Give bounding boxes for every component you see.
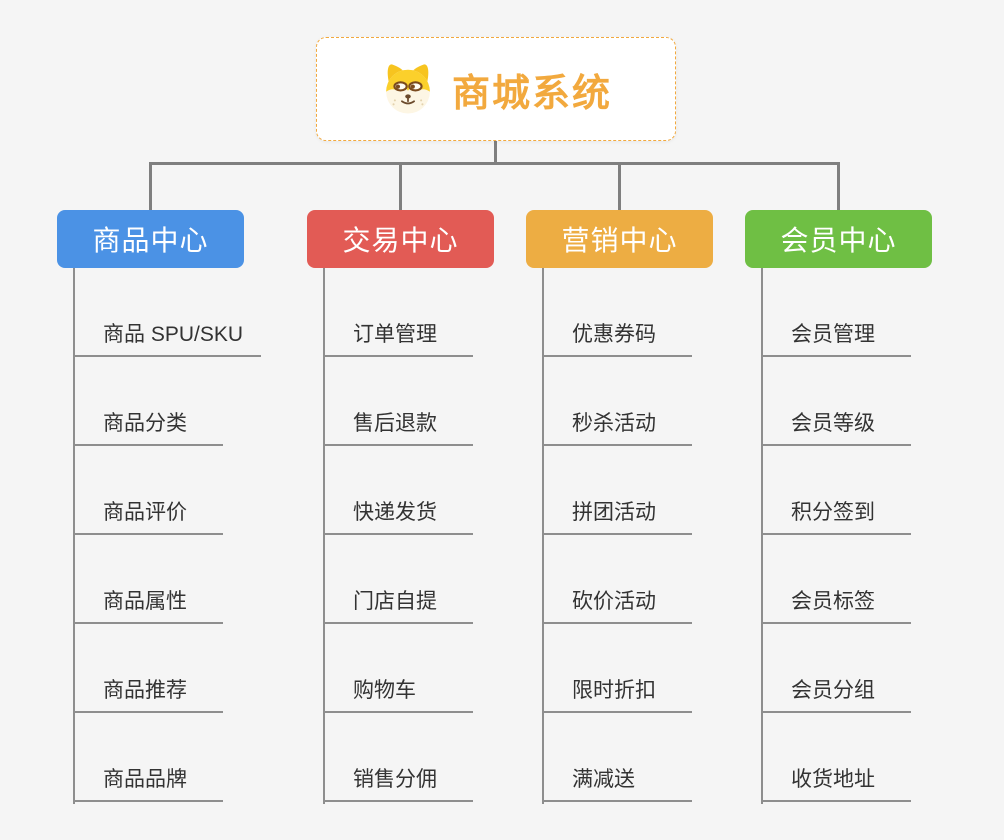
connector-rail — [149, 162, 840, 165]
connector-drop-2 — [399, 164, 402, 210]
child-topic[interactable]: 商品推荐 — [73, 624, 223, 713]
branch-trade-center[interactable]: 交易中心 — [307, 210, 494, 268]
child-topic[interactable]: 商品分类 — [73, 357, 223, 446]
connector-drop-4 — [837, 164, 840, 210]
branch-children-product: 商品 SPU/SKU 商品分类 商品评价 商品属性 商品推荐 商品品牌 — [73, 268, 262, 802]
branch-member-center[interactable]: 会员中心 — [745, 210, 932, 268]
child-topic[interactable]: 商品品牌 — [73, 713, 223, 802]
child-topic[interactable]: 门店自提 — [323, 535, 473, 624]
child-topic[interactable]: 优惠券码 — [542, 268, 692, 357]
child-topic[interactable]: 商品 SPU/SKU — [73, 268, 262, 357]
branch-spine — [73, 268, 75, 804]
child-topic[interactable]: 会员管理 — [761, 268, 911, 357]
child-topic[interactable]: 满减送 — [542, 713, 692, 802]
child-topic[interactable]: 收货地址 — [761, 713, 911, 802]
branch-children-marketing: 优惠券码 秒杀活动 拼团活动 砍价活动 限时折扣 满减送 — [542, 268, 692, 802]
child-topic[interactable]: 拼团活动 — [542, 446, 692, 535]
root-topic-label: 商城系统 — [451, 72, 612, 115]
child-topic[interactable]: 会员等级 — [761, 357, 911, 446]
child-topic[interactable]: 购物车 — [323, 624, 473, 713]
branch-label: 营销中心 — [561, 225, 678, 256]
child-topic[interactable]: 限时折扣 — [542, 624, 692, 713]
child-topic[interactable]: 砍价活动 — [542, 535, 692, 624]
child-topic[interactable]: 商品属性 — [73, 535, 223, 624]
child-topic[interactable]: 积分签到 — [761, 446, 911, 535]
branch-label: 交易中心 — [342, 225, 459, 256]
branch-spine — [761, 268, 763, 804]
child-topic[interactable]: 会员标签 — [761, 535, 911, 624]
child-topic[interactable]: 销售分佣 — [323, 713, 473, 802]
child-topic[interactable]: 秒杀活动 — [542, 357, 692, 446]
branch-marketing-center[interactable]: 营销中心 — [526, 210, 713, 268]
connector-drop-1 — [149, 164, 152, 210]
branch-label: 商品中心 — [92, 225, 209, 256]
branch-spine — [323, 268, 325, 804]
branch-label: 会员中心 — [780, 225, 897, 256]
branch-spine — [542, 268, 544, 804]
root-topic[interactable]: 商城系统 — [316, 37, 676, 141]
connector-root-drop — [494, 141, 497, 165]
branch-children-member: 会员管理 会员等级 积分签到 会员标签 会员分组 收货地址 — [761, 268, 911, 802]
connector-drop-3 — [618, 164, 621, 210]
child-topic[interactable]: 快递发货 — [323, 446, 473, 535]
branch-product-center[interactable]: 商品中心 — [57, 210, 244, 268]
shiba-dog-icon — [386, 64, 430, 114]
child-topic[interactable]: 会员分组 — [761, 624, 911, 713]
child-topic[interactable]: 订单管理 — [323, 268, 473, 357]
child-topic[interactable]: 售后退款 — [323, 357, 473, 446]
branch-children-trade: 订单管理 售后退款 快递发货 门店自提 购物车 销售分佣 — [323, 268, 473, 802]
child-topic[interactable]: 商品评价 — [73, 446, 223, 535]
